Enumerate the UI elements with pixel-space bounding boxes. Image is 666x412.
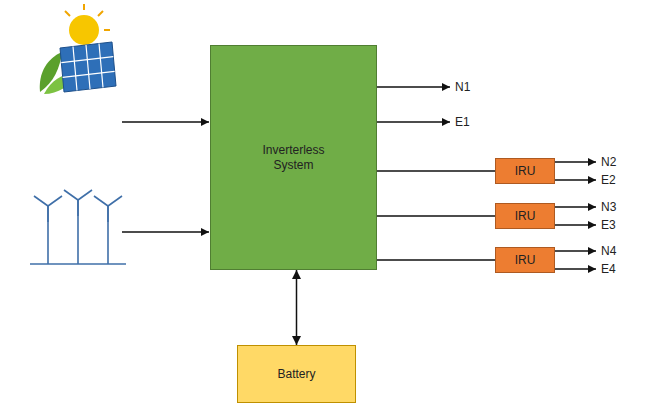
output-arrow xyxy=(377,87,596,269)
connector xyxy=(377,215,495,217)
box-label: IRU xyxy=(515,209,536,224)
signal-label: E2 xyxy=(601,173,616,187)
connector xyxy=(377,170,495,172)
input-arrow xyxy=(122,122,209,232)
iru-box: IRU xyxy=(495,203,555,229)
signal-label: E4 xyxy=(601,262,616,276)
box-label: IRU xyxy=(515,253,536,268)
system-box: Inverterless System xyxy=(210,45,377,270)
box-label: Battery xyxy=(277,367,315,382)
box-label: Inverterless System xyxy=(249,143,339,173)
connector xyxy=(296,270,298,345)
connector xyxy=(377,259,495,261)
signal-label: E1 xyxy=(455,115,470,129)
solar-icon xyxy=(40,4,116,94)
battery-box: Battery xyxy=(237,345,356,403)
signal-label: N4 xyxy=(601,244,616,258)
signal-label: E3 xyxy=(601,218,616,232)
box-label: IRU xyxy=(515,164,536,179)
wind-turbine-icon xyxy=(30,190,126,264)
signal-label: N3 xyxy=(601,200,616,214)
signal-label: N1 xyxy=(455,80,470,94)
signal-label: N2 xyxy=(601,155,616,169)
iru-box: IRU xyxy=(495,158,555,184)
iru-box: IRU xyxy=(495,247,555,273)
